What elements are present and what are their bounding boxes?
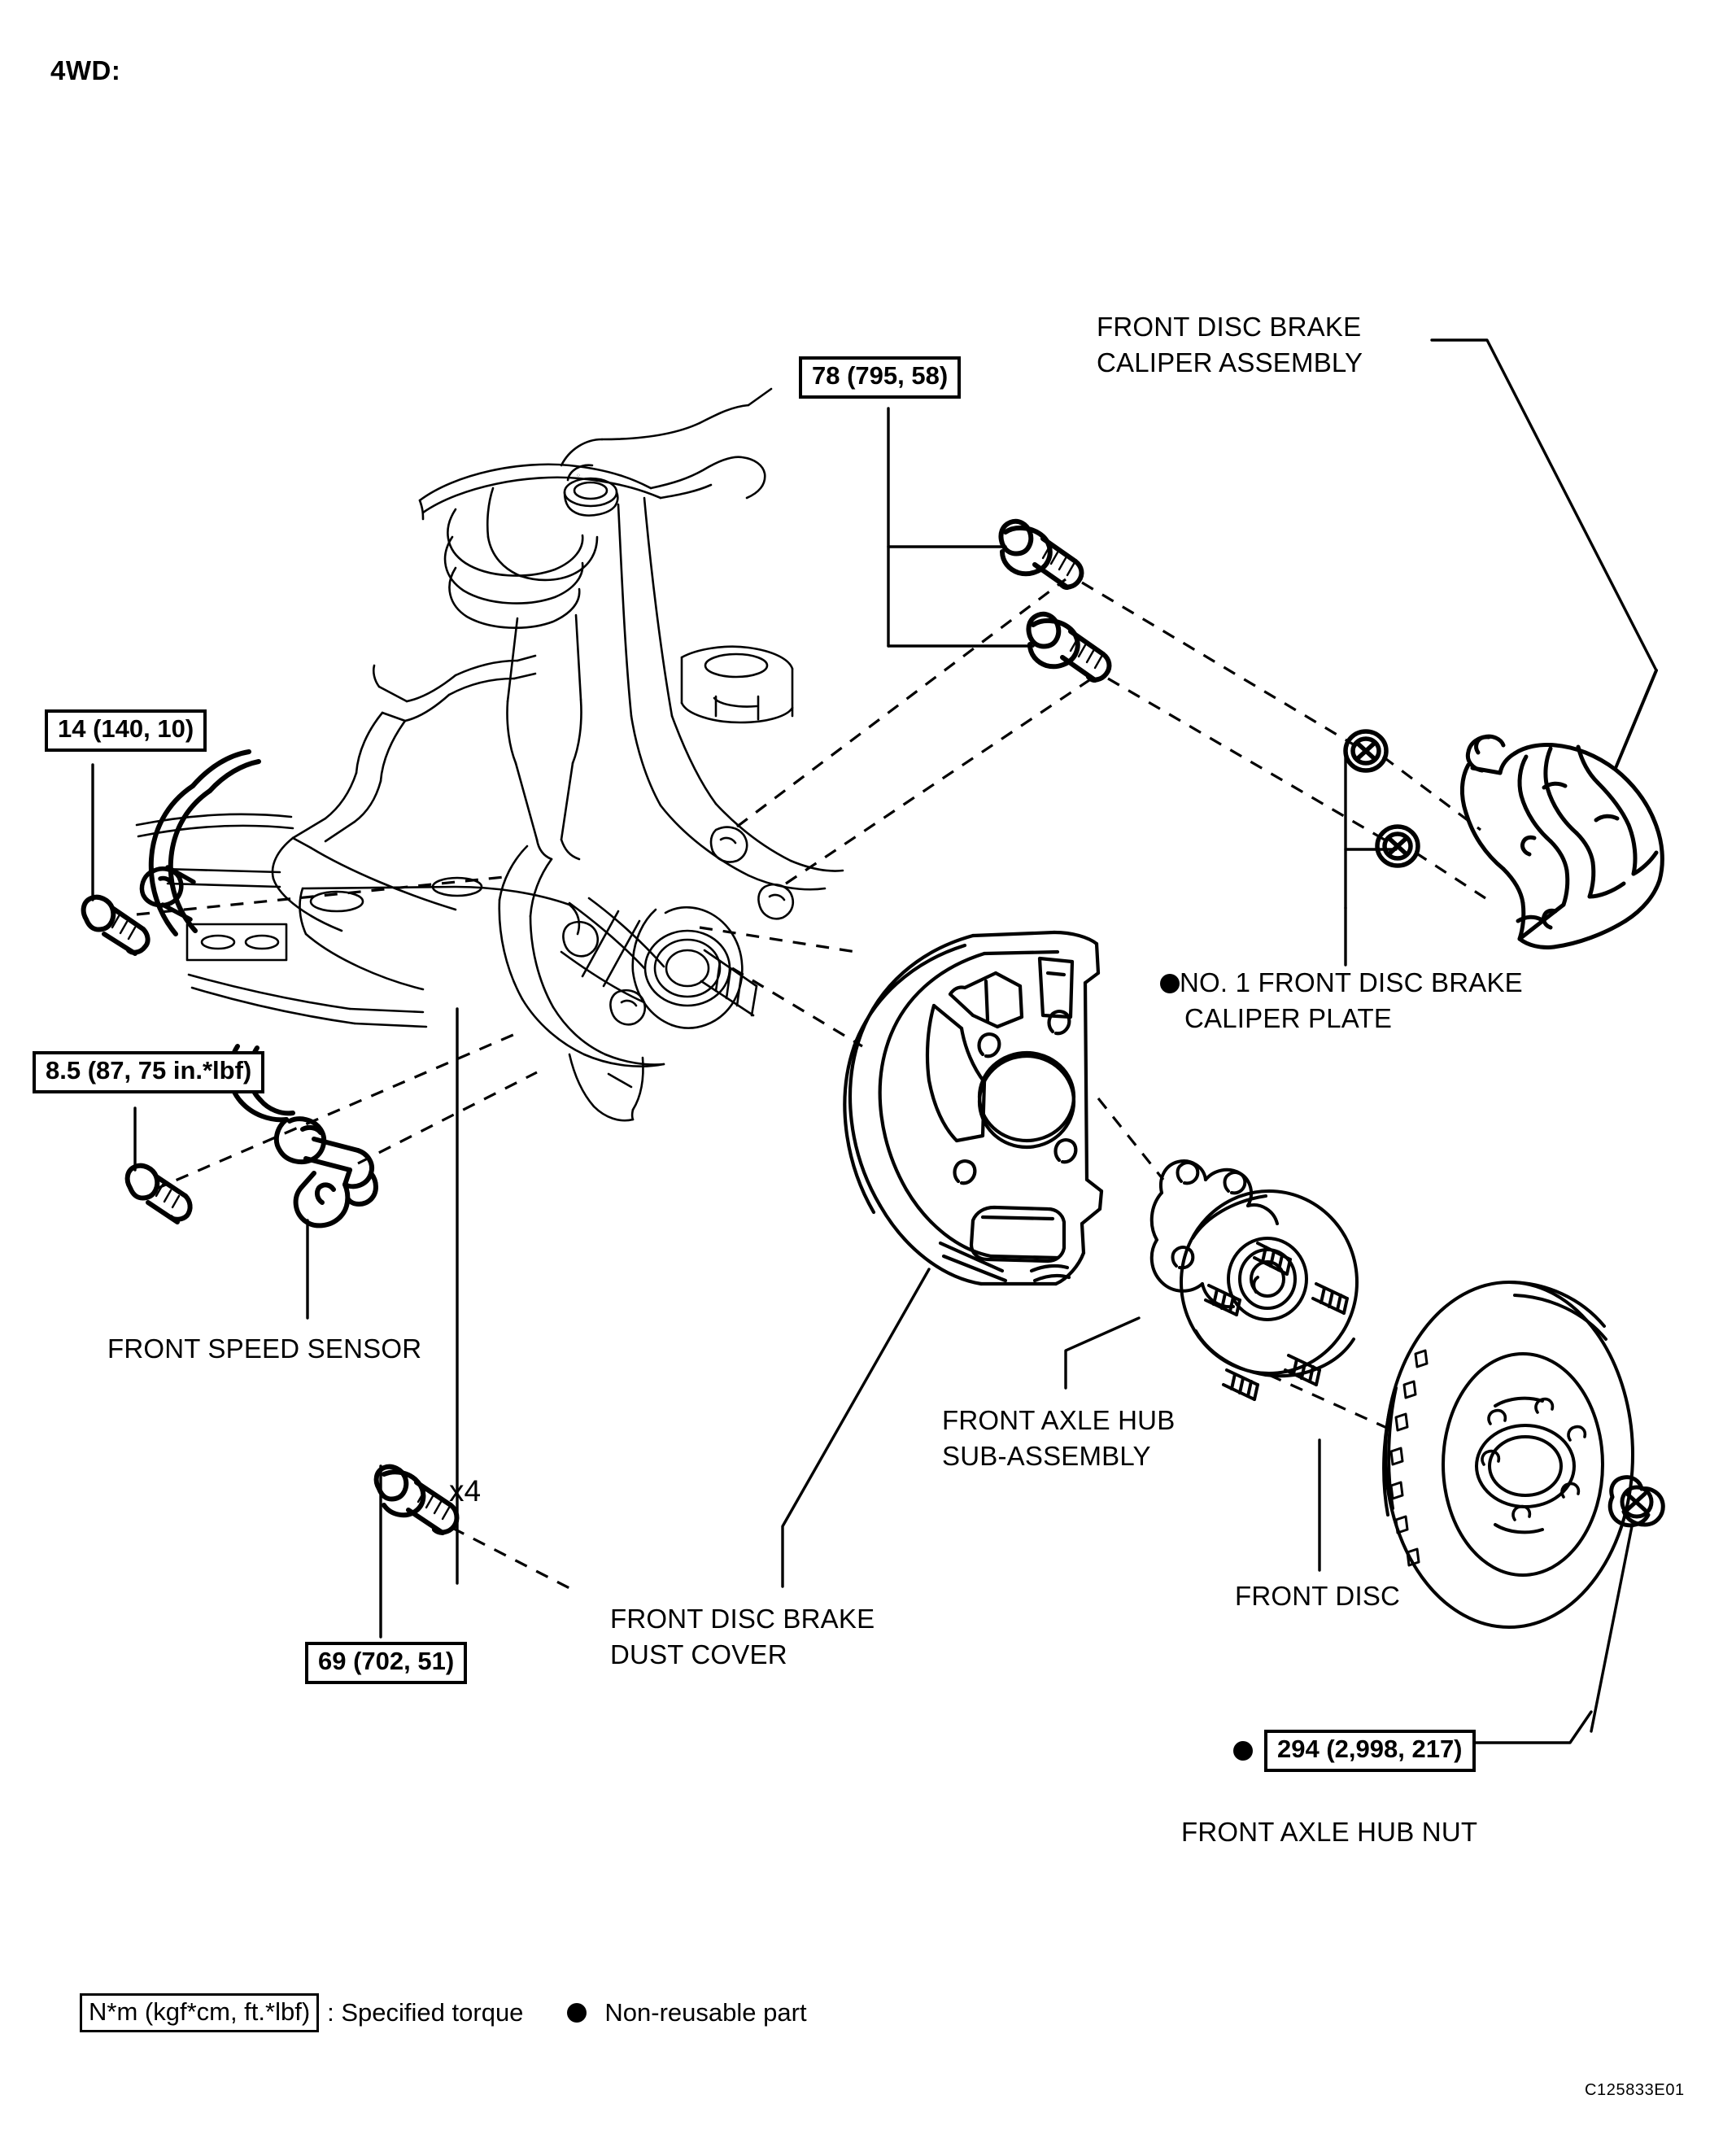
torque-box-caliper-assembly-bolts: 78 (795, 58) bbox=[799, 356, 962, 399]
label-caliper-assembly: FRONT DISC BRAKE CALIPER ASSEMBLY bbox=[1097, 309, 1363, 380]
caliper-mount-bolts bbox=[998, 518, 1112, 683]
label-axle-hub-line2: SUB-ASSEMBLY bbox=[942, 1440, 1151, 1471]
label-dust-cover-line1: FRONT DISC BRAKE bbox=[610, 1604, 875, 1634]
axle-hub-artwork bbox=[1149, 1159, 1359, 1401]
legend: N*m (kgf*cm, ft.*lbf) : Specified torque… bbox=[80, 1993, 807, 2032]
figure-id: C125833E01 bbox=[1585, 2081, 1685, 2099]
legend-torque-box: N*m (kgf*cm, ft.*lbf) bbox=[80, 1993, 320, 2032]
strut-and-knuckle-group bbox=[135, 387, 844, 1122]
nonreusable-dot-icon bbox=[1160, 974, 1180, 993]
leader-lines bbox=[91, 338, 1658, 1744]
label-caliper-assembly-line1: FRONT DISC BRAKE bbox=[1097, 312, 1362, 342]
torque-row-axle-hub-nut: 294 (2,998, 217) bbox=[1233, 1730, 1476, 1772]
label-caliper-assembly-line2: CALIPER ASSEMBLY bbox=[1097, 347, 1363, 378]
torque-box-axle-hub-nut: 294 (2,998, 217) bbox=[1264, 1730, 1476, 1772]
legend-torque-meaning: : Specified torque bbox=[327, 1998, 524, 2027]
label-axle-hub-line1: FRONT AXLE HUB bbox=[942, 1405, 1176, 1435]
dust-cover-bolt-artwork bbox=[373, 1464, 460, 1535]
page-title: 4WD: bbox=[50, 55, 121, 85]
torque-box-dust-cover-bolts: 69 (702, 51) bbox=[305, 1642, 468, 1684]
label-speed-sensor: FRONT SPEED SENSOR bbox=[107, 1333, 422, 1364]
nonreusable-dot-icon bbox=[1233, 1740, 1253, 1761]
label-axle-hub-sub-assembly: FRONT AXLE HUB SUB-ASSEMBLY bbox=[942, 1403, 1175, 1473]
caliper-assembly-artwork bbox=[1460, 669, 1664, 949]
legend-nonreusable-meaning: Non-reusable part bbox=[604, 1998, 807, 2027]
axle-hub-nut-artwork bbox=[1590, 1475, 1665, 1733]
label-dust-cover-line2: DUST COVER bbox=[610, 1639, 787, 1669]
quantity-marker-dust-cover-bolts: x4 bbox=[449, 1474, 482, 1508]
label-caliper-plate: NO. 1 FRONT DISC BRAKE CALIPER PLATE bbox=[1160, 965, 1523, 1036]
torque-box-upper-harness-bolt: 14 (140, 10) bbox=[45, 709, 207, 752]
torque-box-speed-sensor-bolt: 8.5 (87, 75 in.*lbf) bbox=[33, 1051, 265, 1093]
dust-cover-artwork bbox=[843, 930, 1104, 1286]
label-caliper-plate-line1: NO. 1 FRONT DISC BRAKE bbox=[1160, 965, 1523, 1001]
assembly-dashed-lines bbox=[136, 578, 1486, 1590]
label-axle-hub-nut: FRONT AXLE HUB NUT bbox=[1181, 1817, 1478, 1847]
label-caliper-plate-line2: CALIPER PLATE bbox=[1184, 1002, 1393, 1033]
label-front-disc: FRONT DISC bbox=[1235, 1581, 1401, 1611]
front-disc-artwork bbox=[1382, 1281, 1634, 1629]
label-dust-cover: FRONT DISC BRAKE DUST COVER bbox=[610, 1601, 875, 1672]
caliper-plate-clips bbox=[1343, 729, 1420, 868]
nonreusable-dot-icon bbox=[567, 2003, 587, 2023]
harness-and-bolt-upper bbox=[81, 749, 261, 956]
